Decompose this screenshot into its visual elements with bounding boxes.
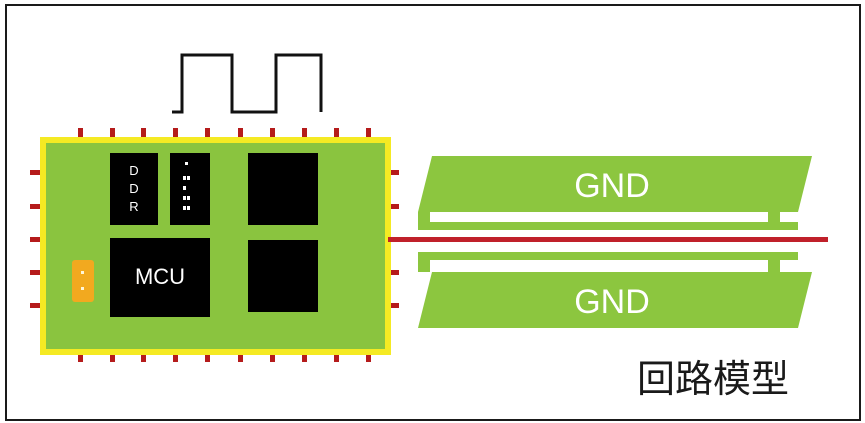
- ddr-label-d1: D: [129, 163, 138, 178]
- memory-chip-marks: [183, 162, 190, 210]
- orange-component: [72, 260, 94, 302]
- plane-strips: [418, 212, 798, 272]
- mcu-label: MCU: [135, 264, 185, 289]
- left-pins: [30, 170, 44, 308]
- chip-top-right: [248, 153, 318, 225]
- gnd-top-label: GND: [574, 167, 650, 205]
- ddr-label-d2: D: [129, 181, 138, 196]
- ddr-chip: [110, 153, 158, 225]
- orange-component-marks: [81, 271, 84, 290]
- square-wave: [172, 53, 323, 114]
- gnd-bottom-label: GND: [574, 283, 650, 321]
- caption: 回路模型: [637, 357, 789, 401]
- gnd-plane-bottom: [418, 272, 812, 328]
- gnd-plane-top: [418, 156, 812, 212]
- ddr-label-r: R: [129, 199, 138, 214]
- signal-trace: [388, 237, 828, 242]
- mcu-chip: [110, 238, 210, 317]
- chip-bottom-right: [248, 240, 318, 312]
- right-pins: [385, 170, 399, 308]
- pcb-board: [40, 137, 391, 355]
- memory-chip-small: [170, 153, 210, 225]
- top-pins: [78, 128, 371, 142]
